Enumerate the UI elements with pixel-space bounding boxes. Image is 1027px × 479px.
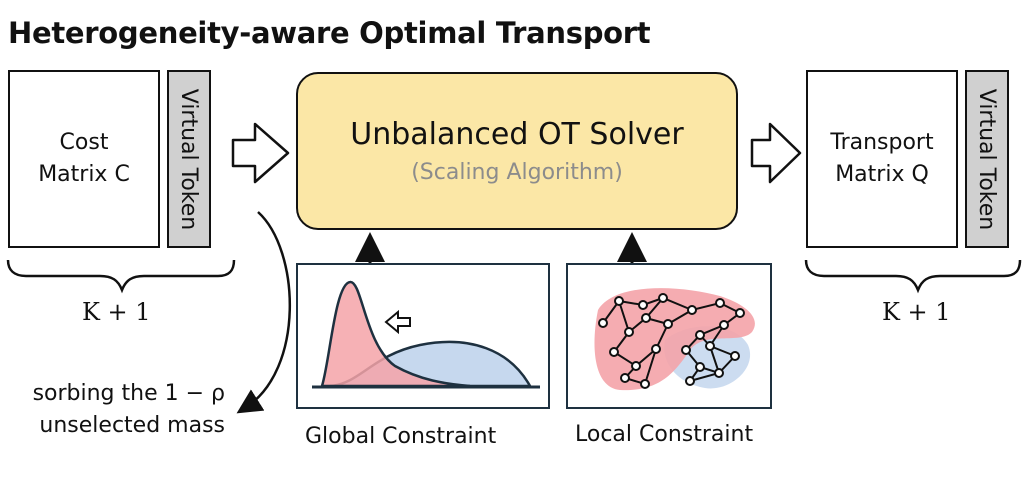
left-virtual-token-box: Virtual Token [167,70,211,248]
diagram-title: Heterogeneity-aware Optimal Transport [8,16,651,50]
left-brace [6,259,236,294]
red-distribution [320,280,471,388]
absorb-curved-arrow [236,211,291,414]
right-brace [804,259,1022,294]
global-constraint-plot [312,280,540,389]
local-constraint-label: Local Constraint [575,422,754,447]
left-dimension-label: K + 1 [82,298,151,326]
transport-matrix-label-line1: Transport [830,130,934,155]
right-virtual-token-box: Virtual Token [965,70,1009,248]
shift-arrow-icon [384,309,411,335]
input-block-arrow [231,122,290,184]
local-constraint-graph [594,288,755,391]
cost-matrix-label-line1: Cost [59,130,109,155]
transport-matrix-box: Transport Matrix Q [806,70,958,248]
transport-matrix-label-line2: Matrix Q [835,162,929,187]
cost-matrix-label-line2: Matrix C [38,162,130,187]
right-dimension-label: K + 1 [882,298,951,326]
absorb-note: sorbing the 1 − ρ unselected mass [33,378,225,442]
absorb-note-line1: sorbing the 1 − ρ [32,381,225,406]
solver-title: Unbalanced OT Solver [350,117,684,152]
global-constraint-label: Global Constraint [305,424,497,449]
solver-subtitle: (Scaling Algorithm) [411,160,623,185]
cost-matrix-box: Cost Matrix C [8,70,160,248]
unbalanced-ot-solver-box: Unbalanced OT Solver (Scaling Algorithm) [296,72,738,230]
output-block-arrow [750,122,802,184]
absorb-note-line2: unselected mass [39,413,225,438]
